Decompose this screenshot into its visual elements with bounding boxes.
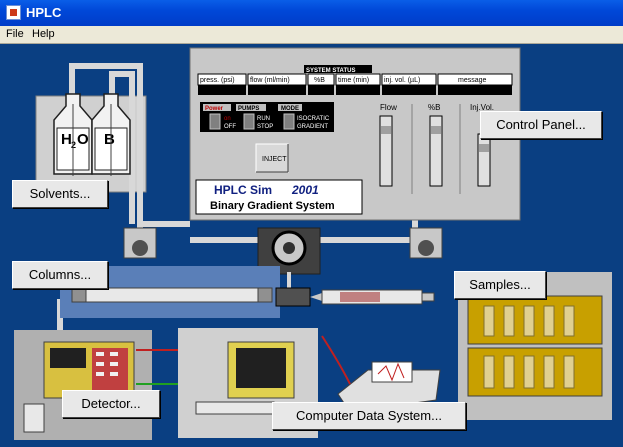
pumps-label: PUMPS [238, 106, 259, 112]
bottle-b-label: B [104, 131, 115, 148]
control-panel: SYSTEM STATUS press. (psi) flow (ml/min)… [189, 47, 521, 221]
sample-tray [467, 295, 603, 397]
bottle-a-sub: 2 [71, 140, 76, 150]
status-injvol: inj. vol. (µL) [384, 77, 420, 84]
solvent-bottle-a: H 2 O [53, 93, 93, 176]
column [71, 287, 273, 303]
samples-button[interactable]: Samples... [454, 271, 546, 299]
injector-port [275, 287, 311, 307]
status-press: press. (psi) [200, 77, 235, 84]
control-panel-button[interactable]: Control Panel... [480, 111, 602, 139]
app-icon [6, 5, 21, 20]
title-bar: HPLC [0, 0, 623, 26]
logo-title: HPLC Sim [214, 183, 272, 197]
hplc-scene: H 2 O B SYSTEM STATUS press. (ps [0, 44, 623, 447]
status-time: time (min) [338, 77, 369, 84]
bottle-a-h: H [61, 131, 72, 148]
power-off: OFF [224, 124, 236, 130]
status-message: message [458, 77, 487, 84]
computer [195, 341, 295, 415]
status-fields: press. (psi) flow (ml/min) %B time (min)… [197, 73, 513, 95]
detector-button[interactable]: Detector... [62, 390, 160, 418]
waste-beaker [23, 403, 45, 433]
solvent-bottle-b: B [91, 93, 131, 176]
pumps-switch[interactable] [243, 113, 255, 130]
slider-b-label: %B [428, 103, 440, 112]
window-title: HPLC [26, 5, 62, 20]
power-switch[interactable] [209, 113, 221, 130]
pumps-run: RUN [257, 116, 270, 122]
detector-unit [43, 341, 135, 399]
mode-gradient: GRADIENT [297, 124, 328, 130]
inject-button[interactable] [255, 143, 289, 173]
menu-file[interactable]: File [6, 28, 24, 40]
menu-bar: File Help [0, 26, 623, 44]
pump-left [123, 227, 157, 259]
mode-label: MODE [281, 106, 299, 112]
inject-label: INJECT [262, 156, 287, 163]
status-b: %B [314, 77, 325, 84]
status-flow: flow (ml/min) [250, 77, 290, 84]
bottle-a-o: O [77, 131, 89, 148]
pumps-stop: STOP [257, 124, 273, 130]
status-title: SYSTEM STATUS [306, 68, 355, 74]
logo-subtitle: Binary Gradient System [210, 200, 335, 212]
solvents-button[interactable]: Solvents... [12, 180, 108, 208]
plotter [337, 361, 441, 413]
pump-right [409, 227, 443, 259]
syringe [310, 289, 435, 305]
slider-inj-label: Inj.Vol. [470, 103, 494, 112]
injvol-slider[interactable] [477, 133, 491, 187]
power-on: on [224, 116, 231, 122]
menu-help[interactable]: Help [32, 28, 55, 40]
mode-switch[interactable] [283, 113, 295, 130]
computer-data-system-button[interactable]: Computer Data System... [272, 402, 466, 430]
logo-year: 2001 [291, 183, 319, 197]
columns-button[interactable]: Columns... [12, 261, 108, 289]
plotter-cable [321, 335, 351, 385]
power-label: Power [205, 106, 224, 112]
slider-flow-label: Flow [380, 103, 397, 112]
mode-isocratic: ISOCRATIC [297, 116, 330, 122]
